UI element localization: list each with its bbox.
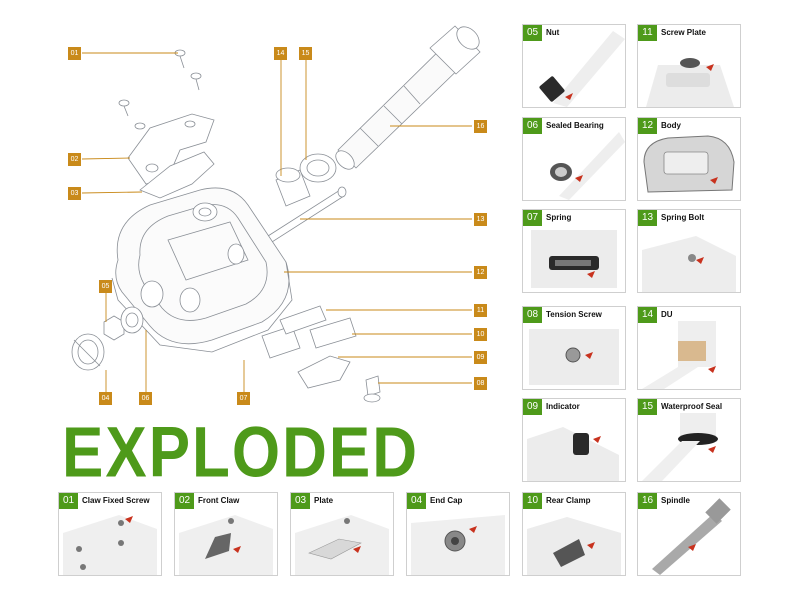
spring-bolt-photo bbox=[642, 236, 736, 292]
indicator-photo bbox=[527, 427, 619, 481]
rear-parts-drawing bbox=[261, 305, 381, 403]
card-number: 08 bbox=[523, 307, 542, 323]
callout-01: 01 bbox=[68, 47, 81, 60]
card-label: Spring Bolt bbox=[661, 213, 705, 222]
card-number: 01 bbox=[59, 493, 78, 509]
card-number: 07 bbox=[523, 210, 542, 226]
card-number: 14 bbox=[638, 307, 657, 323]
card-body: 12 Body bbox=[637, 117, 741, 201]
card-number: 10 bbox=[523, 493, 542, 509]
end-cap-drawing bbox=[71, 333, 105, 371]
callout-11: 11 bbox=[474, 304, 487, 317]
card-label: Spindle bbox=[661, 496, 690, 505]
card-spindle: 16 Spindle bbox=[637, 492, 741, 576]
card-waterproof-seal: 15 Waterproof Seal bbox=[637, 398, 741, 482]
spring-photo bbox=[531, 230, 617, 288]
card-label: Waterproof Seal bbox=[661, 402, 723, 411]
callout-07: 07 bbox=[237, 392, 250, 405]
callout-16: 16 bbox=[474, 120, 487, 133]
callout-14: 14 bbox=[274, 47, 287, 60]
card-label: Front Claw bbox=[198, 496, 240, 505]
card-number: 04 bbox=[407, 493, 426, 509]
nut-drawing bbox=[103, 315, 125, 341]
rear-clamp-photo bbox=[527, 517, 621, 575]
card-spring: 07 Spring bbox=[522, 209, 626, 293]
card-label: Tension Screw bbox=[546, 310, 602, 319]
card-number: 15 bbox=[638, 399, 657, 415]
card-spring-bolt: 13 Spring Bolt bbox=[637, 209, 741, 293]
card-plate: 03 Plate bbox=[290, 492, 394, 576]
card-number: 05 bbox=[523, 25, 542, 41]
callout-13: 13 bbox=[474, 213, 487, 226]
bearing-drawing bbox=[120, 306, 144, 334]
card-label: Indicator bbox=[546, 402, 580, 411]
sealed-bearing-photo bbox=[550, 132, 625, 200]
plate-photo bbox=[295, 515, 389, 575]
page-title: EXPLODED bbox=[62, 413, 420, 493]
card-front-claw: 02 Front Claw bbox=[174, 492, 278, 576]
card-label: DU bbox=[661, 310, 673, 319]
card-claw-fixed-screw: 01 Claw Fixed Screw bbox=[58, 492, 162, 576]
callout-15: 15 bbox=[299, 47, 312, 60]
card-label: Nut bbox=[546, 28, 560, 37]
callout-09: 09 bbox=[474, 351, 487, 364]
callout-08: 08 bbox=[474, 377, 487, 390]
card-number: 12 bbox=[638, 118, 657, 134]
leader-lines bbox=[81, 52, 472, 392]
card-label: Body bbox=[661, 121, 681, 130]
card-number: 06 bbox=[523, 118, 542, 134]
card-number: 16 bbox=[638, 493, 657, 509]
claw-screws-drawing bbox=[118, 49, 202, 130]
du-photo bbox=[642, 321, 716, 389]
card-end-cap: 04 End Cap bbox=[406, 492, 510, 576]
screw-plate-photo bbox=[646, 58, 734, 107]
callout-03: 03 bbox=[68, 187, 81, 200]
card-number: 03 bbox=[291, 493, 310, 509]
card-du: 14 DU bbox=[637, 306, 741, 390]
body-drawing bbox=[115, 187, 290, 345]
card-label: Rear Clamp bbox=[546, 496, 591, 505]
spindle-drawing bbox=[335, 25, 481, 170]
card-label: Spring bbox=[546, 213, 572, 222]
card-number: 13 bbox=[638, 210, 657, 226]
card-label: Claw Fixed Screw bbox=[82, 496, 150, 505]
callout-05: 05 bbox=[99, 280, 112, 293]
end-cap-photo bbox=[411, 515, 505, 575]
card-label: Sealed Bearing bbox=[546, 121, 604, 130]
callout-02: 02 bbox=[68, 153, 81, 166]
callout-04: 04 bbox=[99, 392, 112, 405]
plate-drawing bbox=[139, 151, 215, 199]
spindle-photo bbox=[652, 498, 731, 575]
waterproof-seal-photo bbox=[642, 413, 718, 481]
card-number: 02 bbox=[175, 493, 194, 509]
card-number: 11 bbox=[638, 25, 657, 41]
tension-screw-photo bbox=[529, 329, 619, 385]
seal-drawing bbox=[299, 153, 337, 183]
front-claw-photo bbox=[179, 515, 273, 575]
card-tension-screw: 08 Tension Screw bbox=[522, 306, 626, 390]
card-label: Plate bbox=[314, 496, 334, 505]
card-nut: 05 Nut bbox=[522, 24, 626, 108]
callout-10: 10 bbox=[474, 328, 487, 341]
body-photo bbox=[643, 135, 735, 193]
card-sealed-bearing: 06 Sealed Bearing bbox=[522, 117, 626, 201]
card-indicator: 09 Indicator bbox=[522, 398, 626, 482]
card-label: Screw Plate bbox=[661, 28, 706, 37]
callout-12: 12 bbox=[474, 266, 487, 279]
claw-fixed-screw-photo bbox=[63, 515, 157, 575]
pedal-drawing bbox=[71, 25, 481, 403]
card-screw-plate: 11 Screw Plate bbox=[637, 24, 741, 108]
nut-photo bbox=[539, 31, 625, 107]
callout-06: 06 bbox=[139, 392, 152, 405]
card-rear-clamp: 10 Rear Clamp bbox=[522, 492, 626, 576]
card-label: End Cap bbox=[430, 496, 463, 505]
card-number: 09 bbox=[523, 399, 542, 415]
